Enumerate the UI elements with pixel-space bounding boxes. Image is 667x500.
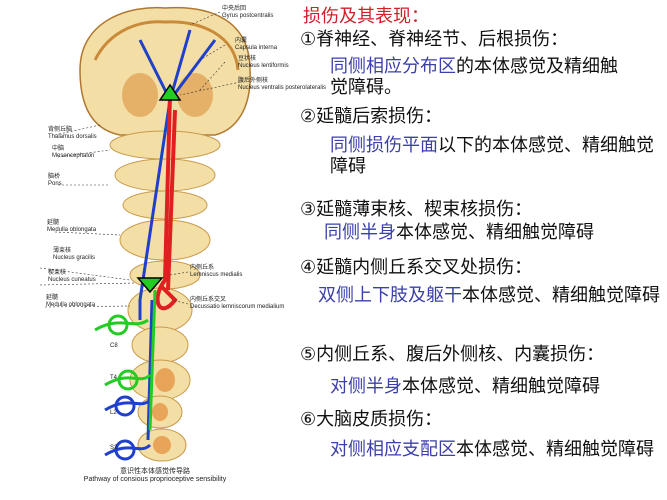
- item-2-highlight: 同侧损伤平面: [330, 135, 438, 156]
- segment-t4: T4: [110, 375, 118, 381]
- thalamus-nucleus-marker: [158, 83, 182, 101]
- item-5-desc: 对侧半身本体感觉、精细触觉障碍: [330, 376, 667, 397]
- blue-pathway: [104, 29, 217, 461]
- item-1-desc: 同侧相应分布区的本体感觉及精细触觉障碍。: [330, 56, 630, 98]
- item-2-rest: 以下的本体感觉、精细触觉障碍: [330, 135, 654, 177]
- gray-matter: [152, 368, 175, 454]
- leader-lines: [39, 11, 241, 308]
- item-4-heading: ④延髓内侧丘系交叉处损伤：: [300, 257, 533, 278]
- segment-c8: C8: [110, 343, 118, 349]
- segment-l2: L2: [110, 410, 117, 416]
- item-4-highlight: 双侧上下肢及躯干: [318, 285, 462, 306]
- proprioceptive-pathway-diagram: [39, 6, 251, 462]
- item-1-highlight: 同侧相应分布区: [330, 56, 456, 77]
- item-5-rest: 本体感觉、精细触觉障碍: [402, 376, 600, 397]
- item-6-heading: ⑥大脑皮质损伤：: [300, 409, 443, 430]
- item-1-rest: 的本体感觉及精细触觉障碍。: [330, 56, 618, 98]
- item-1-heading: ①脊神经、脊神经节、后根损伤：: [300, 29, 569, 50]
- item-6-desc: 对侧相应支配区本体感觉、精细触觉障碍: [330, 439, 667, 460]
- brain-section: [79, 6, 251, 136]
- item-6-highlight: 对侧相应支配区: [330, 439, 456, 460]
- item-5-highlight: 对侧半身: [330, 376, 402, 397]
- item-4-rest: 本体感觉、精细触觉障碍: [462, 285, 660, 306]
- item-2-heading: ②延髓后索损伤：: [300, 106, 443, 127]
- item-3-heading: ③延髓薄束核、楔束核损伤：: [300, 199, 533, 220]
- green-pathway: [94, 289, 157, 431]
- item-5-heading: ⑤内侧丘系、腹后外侧核、内囊损伤：: [300, 344, 605, 365]
- item-3-highlight: 同侧半身: [324, 222, 396, 243]
- medulla-nucleus-marker: [136, 277, 164, 294]
- item-4-desc: 双侧上下肢及躯干本体感觉、精细触觉障碍: [318, 285, 663, 306]
- item-2-desc: 同侧损伤平面以下的本体感觉、精细触觉障碍: [330, 135, 667, 177]
- item-3-desc: 同侧半身本体感觉、精细触觉障碍: [324, 222, 667, 243]
- item-3-rest: 本体感觉、精细触觉障碍: [396, 222, 594, 243]
- red-pathway: [155, 94, 178, 311]
- section-title: 损伤及其表现：: [303, 6, 429, 27]
- segment-s2: S2: [110, 445, 118, 451]
- item-6-rest: 本体感觉、精细触觉障碍: [456, 439, 654, 460]
